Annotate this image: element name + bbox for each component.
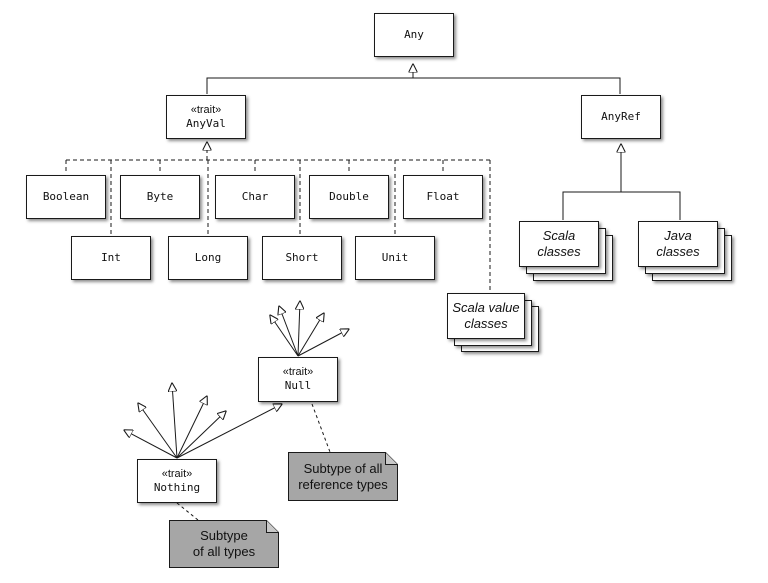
boolean-type-box: Boolean [26,175,106,219]
float-type-box: Float [403,175,483,219]
note-shape [169,520,279,568]
scala-value-classes-line1: Scala value [452,300,520,315]
scala-value-classes-line2: classes [464,316,508,331]
anyref-type-box: AnyRef [581,95,661,139]
edge-scala-classes-to-anyref [562,144,621,220]
any-label: Any [404,28,424,41]
double-label: Double [329,190,369,203]
edge-anyref-to-any [413,77,621,94]
char-type-box: Char [215,175,295,219]
long-type-box: Long [168,236,248,280]
short-label: Short [285,251,319,264]
edge-java-classes-to-anyref [621,191,681,220]
note-nothing-connector [176,502,199,521]
null-stereotype: «trait» [282,366,314,378]
float-label: Float [426,190,460,203]
char-label: Char [241,190,269,203]
anyval-type-box: «trait» AnyVal [166,95,246,139]
edge-anyval-to-any [206,64,413,94]
anyval-label: AnyVal [186,116,226,130]
long-label: Long [194,251,222,264]
java-classes-line2: classes [656,244,700,259]
scala-classes-line1: Scala [542,228,576,243]
note-null-connector [311,403,331,453]
byte-type-box: Byte [120,175,200,219]
null-note-line2: reference types [298,476,388,492]
int-type-box: Int [71,236,151,280]
anyval-stereotype: «trait» [190,103,222,116]
null-note: Subtype of all reference types [288,452,398,501]
java-classes-box: Java classes [638,221,718,267]
scala-classes-box: Scala classes [519,221,599,267]
null-label: Null [284,379,312,392]
scala-classes-line2: classes [537,244,581,259]
nothing-note: Subtype of all types [169,520,279,568]
java-classes-line1: Java [664,228,692,243]
nothing-note-line2: of all types [192,544,256,559]
null-subtype-arrows [270,301,349,357]
int-label: Int [101,251,121,264]
null-note-line1: Subtype of all [303,460,383,476]
double-type-box: Double [309,175,389,219]
anyref-label: AnyRef [601,110,641,123]
note-shape [288,452,398,501]
null-type-box: «trait» Null [258,357,338,402]
unit-type-box: Unit [355,236,435,280]
nothing-type-box: «trait» Nothing [137,459,217,503]
nothing-label: Nothing [153,480,201,494]
nothing-stereotype: «trait» [161,467,193,480]
boolean-label: Boolean [42,190,90,203]
nothing-subtype-arrows [124,383,282,459]
short-type-box: Short [262,236,342,280]
any-type-box: Any [374,13,454,57]
byte-label: Byte [146,190,174,203]
nothing-note-line1: Subtype [200,528,248,543]
scala-value-classes-box: Scala value classes [447,293,525,339]
unit-label: Unit [381,251,409,264]
